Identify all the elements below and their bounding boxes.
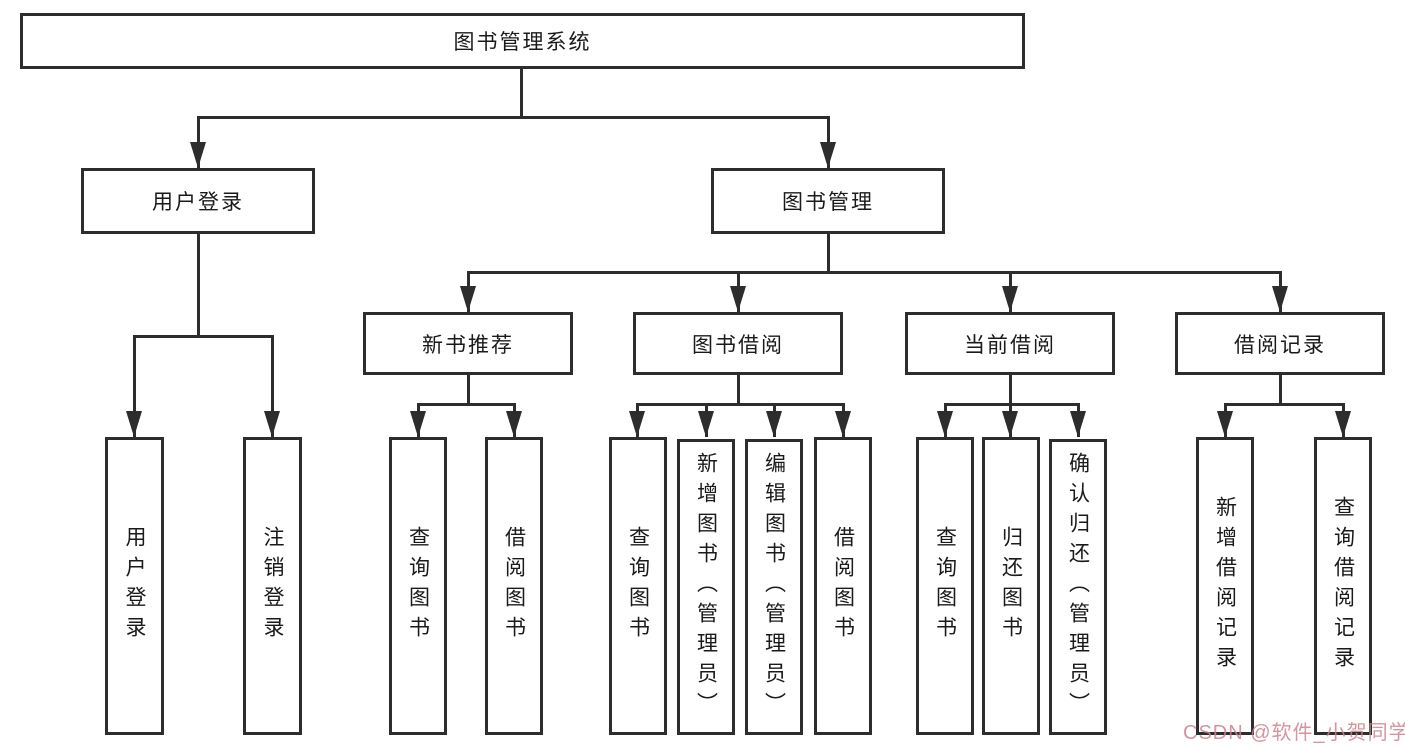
arrow-down-icon bbox=[937, 411, 953, 437]
leaf-borrow-query-books: 查询图书 bbox=[609, 437, 667, 735]
arrow-down-icon bbox=[835, 411, 851, 437]
leaf-borrow-query-books-label: 查询图书 bbox=[626, 526, 651, 646]
connector-line bbox=[737, 375, 740, 406]
connector-line bbox=[271, 335, 274, 437]
leaf-confirm-return-admin: 确认归还（管理员） bbox=[1049, 439, 1107, 735]
leaf-add-books-admin: 新增图书（管理员） bbox=[677, 439, 735, 735]
leaf-confirm-return-admin-label: 确认归还（管理员） bbox=[1066, 452, 1091, 722]
connector-line bbox=[520, 68, 523, 119]
leaf-add-borrow-record: 新增借阅记录 bbox=[1196, 437, 1254, 735]
leaf-query-borrow-record-label: 查询借阅记录 bbox=[1331, 496, 1356, 676]
node-book-management: 图书管理 bbox=[711, 168, 945, 234]
connector-line bbox=[1009, 375, 1012, 406]
node-borrow-records-label: 借阅记录 bbox=[1234, 332, 1326, 357]
arrow-down-icon bbox=[1070, 411, 1086, 437]
connector-line bbox=[417, 403, 516, 406]
leaf-add-books-admin-label: 新增图书（管理员） bbox=[694, 452, 719, 722]
connector-line bbox=[133, 335, 274, 338]
arrow-down-icon bbox=[410, 411, 426, 437]
leaf-edit-books-admin-label: 编辑图书（管理员） bbox=[762, 452, 787, 722]
node-user-login: 用户登录 bbox=[81, 168, 315, 234]
arrow-down-icon bbox=[730, 286, 746, 312]
node-book-management-label: 图书管理 bbox=[782, 190, 874, 214]
arrow-down-icon bbox=[698, 411, 714, 437]
connector-line bbox=[827, 234, 830, 274]
leaf-recommend-borrow-books-label: 借阅图书 bbox=[502, 526, 527, 646]
arrow-down-icon bbox=[1002, 411, 1018, 437]
arrow-down-icon bbox=[264, 411, 280, 437]
arrow-down-icon bbox=[1217, 411, 1233, 437]
leaf-user-login-label: 用户登录 bbox=[123, 526, 147, 646]
arrow-down-icon bbox=[766, 411, 782, 437]
connector-line bbox=[1279, 375, 1282, 406]
connector-line bbox=[133, 335, 136, 437]
node-new-book-recommend: 新书推荐 bbox=[363, 312, 573, 375]
node-new-book-recommend-label: 新书推荐 bbox=[422, 332, 514, 357]
connector-line bbox=[197, 116, 830, 119]
leaf-edit-books-admin: 编辑图书（管理员） bbox=[745, 439, 803, 735]
leaf-current-query-books: 查询图书 bbox=[916, 437, 974, 735]
leaf-borrow-borrow-books: 借阅图书 bbox=[814, 437, 872, 735]
arrow-down-icon bbox=[190, 142, 206, 168]
leaf-borrow-borrow-books-label: 借阅图书 bbox=[831, 526, 856, 646]
leaf-logout: 注销登录 bbox=[243, 437, 302, 735]
leaf-return-books-label: 归还图书 bbox=[999, 526, 1024, 646]
leaf-recommend-borrow-books: 借阅图书 bbox=[485, 437, 543, 735]
arrow-down-icon bbox=[1272, 286, 1288, 312]
leaf-recommend-query-books: 查询图书 bbox=[389, 437, 447, 735]
node-current-borrow: 当前借阅 bbox=[905, 312, 1115, 375]
leaf-logout-label: 注销登录 bbox=[261, 526, 285, 646]
connector-line bbox=[944, 403, 1080, 406]
arrow-down-icon bbox=[460, 286, 476, 312]
node-user-login-label: 用户登录 bbox=[152, 190, 244, 214]
arrow-down-icon bbox=[1335, 411, 1351, 437]
node-book-borrow-label: 图书借阅 bbox=[692, 332, 784, 357]
arrow-down-icon bbox=[126, 411, 142, 437]
leaf-return-books: 归还图书 bbox=[982, 437, 1040, 735]
node-book-borrow: 图书借阅 bbox=[633, 312, 843, 375]
csdn-watermark: CSDN @软件_小贺同学 bbox=[1183, 722, 1405, 744]
connector-line bbox=[636, 403, 845, 406]
leaf-current-query-books-label: 查询图书 bbox=[933, 526, 958, 646]
arrow-down-icon bbox=[506, 411, 522, 437]
arrow-down-icon bbox=[629, 411, 645, 437]
leaf-user-login: 用户登录 bbox=[105, 437, 164, 735]
arrow-down-icon bbox=[820, 142, 836, 168]
node-current-borrow-label: 当前借阅 bbox=[964, 332, 1056, 357]
leaf-recommend-query-books-label: 查询图书 bbox=[406, 526, 431, 646]
connector-line bbox=[467, 271, 1282, 274]
connector-line bbox=[1224, 403, 1345, 406]
leaf-query-borrow-record: 查询借阅记录 bbox=[1314, 437, 1372, 735]
connector-line bbox=[197, 234, 200, 338]
node-root-label: 图书管理系统 bbox=[453, 30, 592, 54]
leaf-add-borrow-record-label: 新增借阅记录 bbox=[1213, 496, 1238, 676]
connector-line bbox=[467, 375, 470, 406]
node-root: 图书管理系统 bbox=[20, 13, 1025, 69]
node-borrow-records: 借阅记录 bbox=[1175, 312, 1385, 375]
arrow-down-icon bbox=[1002, 286, 1018, 312]
